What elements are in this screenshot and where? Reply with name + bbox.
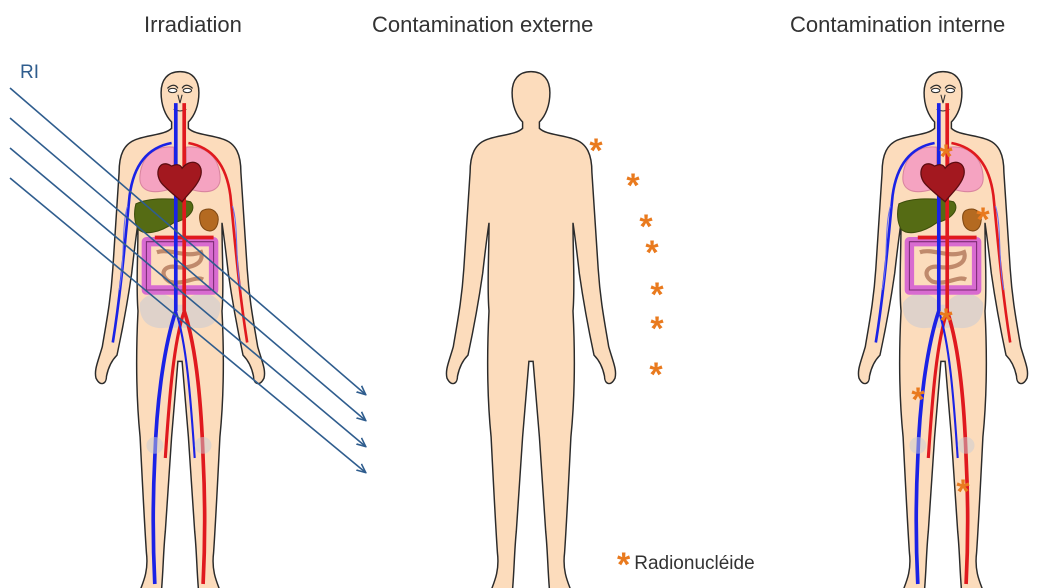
body-irradiation bbox=[95, 72, 264, 588]
radionuclide-icon: * bbox=[650, 310, 664, 348]
radionuclide-icon: * bbox=[626, 167, 640, 205]
radionuclide-icon: * bbox=[956, 473, 970, 511]
radionuclide-icon: * bbox=[645, 234, 659, 272]
radionuclide-icon: * bbox=[650, 276, 664, 314]
radionuclide-icon: * bbox=[939, 138, 953, 176]
radionuclide-icon: * bbox=[939, 302, 953, 340]
radionuclide-icon: * bbox=[976, 201, 990, 239]
radionuclide-icon: * bbox=[649, 356, 663, 394]
legend: * Radionucléide bbox=[617, 551, 755, 577]
radionuclide-icon: * bbox=[589, 132, 603, 170]
radionuclide-legend-icon: * bbox=[617, 551, 630, 577]
radionuclide-icon: * bbox=[911, 381, 925, 419]
legend-label: Radionucléide bbox=[634, 553, 754, 575]
